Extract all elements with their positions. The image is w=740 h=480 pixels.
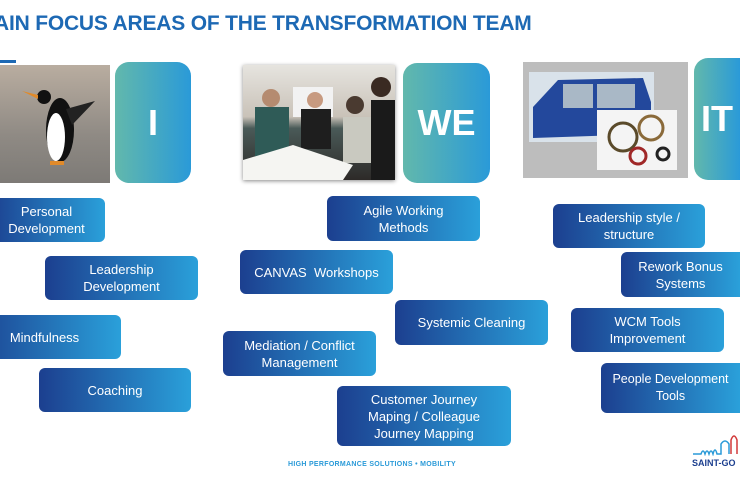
footer-tagline: HIGH PERFORMANCE SOLUTIONS • MOBILITY [288, 461, 456, 468]
we-column-tile: WE [403, 63, 490, 183]
i-column-tile: I [115, 62, 191, 183]
coaching-box: Coaching [39, 368, 191, 412]
it-column-tile: IT [694, 58, 740, 180]
mindfulness-box: Mindfulness [0, 315, 121, 359]
leadership-style-box: Leadership style / structure [553, 204, 705, 248]
team-workshop-image [243, 65, 395, 180]
wcm-tools-box: WCM Tools Improvement [571, 308, 724, 352]
title-underline [0, 60, 16, 63]
canvas-workshops-box: CANVAS Workshops [240, 250, 393, 294]
saint-gobain-logo-icon [693, 435, 738, 456]
leadership-development-box: Leadership Development [45, 256, 198, 300]
car-and-seals-image [523, 62, 688, 178]
logo-text: SAINT-GO [692, 458, 736, 468]
page-title: AIN FOCUS AREAS OF THE TRANSFORMATION TE… [0, 12, 532, 35]
personal-development-box: Personal Development [0, 198, 105, 242]
people-development-box: People Development Tools [601, 363, 740, 413]
customer-journey-box: Customer Journey Maping / Colleague Jour… [337, 386, 511, 446]
agile-working-methods-box: Agile Working Methods [327, 196, 480, 241]
systemic-cleaning-box: Systemic Cleaning [395, 300, 548, 345]
rework-bonus-box: Rework Bonus Systems [621, 252, 740, 297]
penguin-image [0, 65, 110, 183]
mediation-conflict-box: Mediation / Conflict Management [223, 331, 376, 376]
